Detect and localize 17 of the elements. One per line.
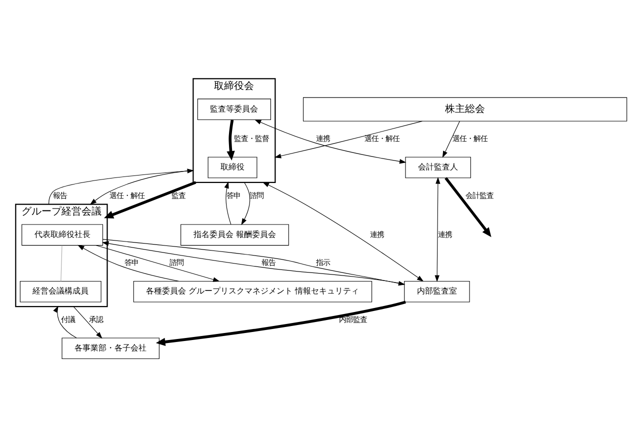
arrow (224, 181, 232, 224)
arrow (78, 244, 180, 281)
arrow (434, 176, 440, 282)
arrow (241, 182, 250, 225)
arrow (254, 118, 406, 164)
arrow (262, 182, 424, 282)
arrow (442, 120, 460, 158)
arrow (96, 244, 220, 282)
arrow (73, 306, 102, 338)
connector (60, 244, 62, 281)
node-box: 株主総会 (303, 96, 628, 121)
arrow (444, 176, 492, 237)
arrow (104, 180, 196, 218)
arrow (226, 119, 235, 160)
arrow (274, 120, 422, 158)
arrow (53, 305, 77, 338)
arrow (156, 300, 406, 346)
